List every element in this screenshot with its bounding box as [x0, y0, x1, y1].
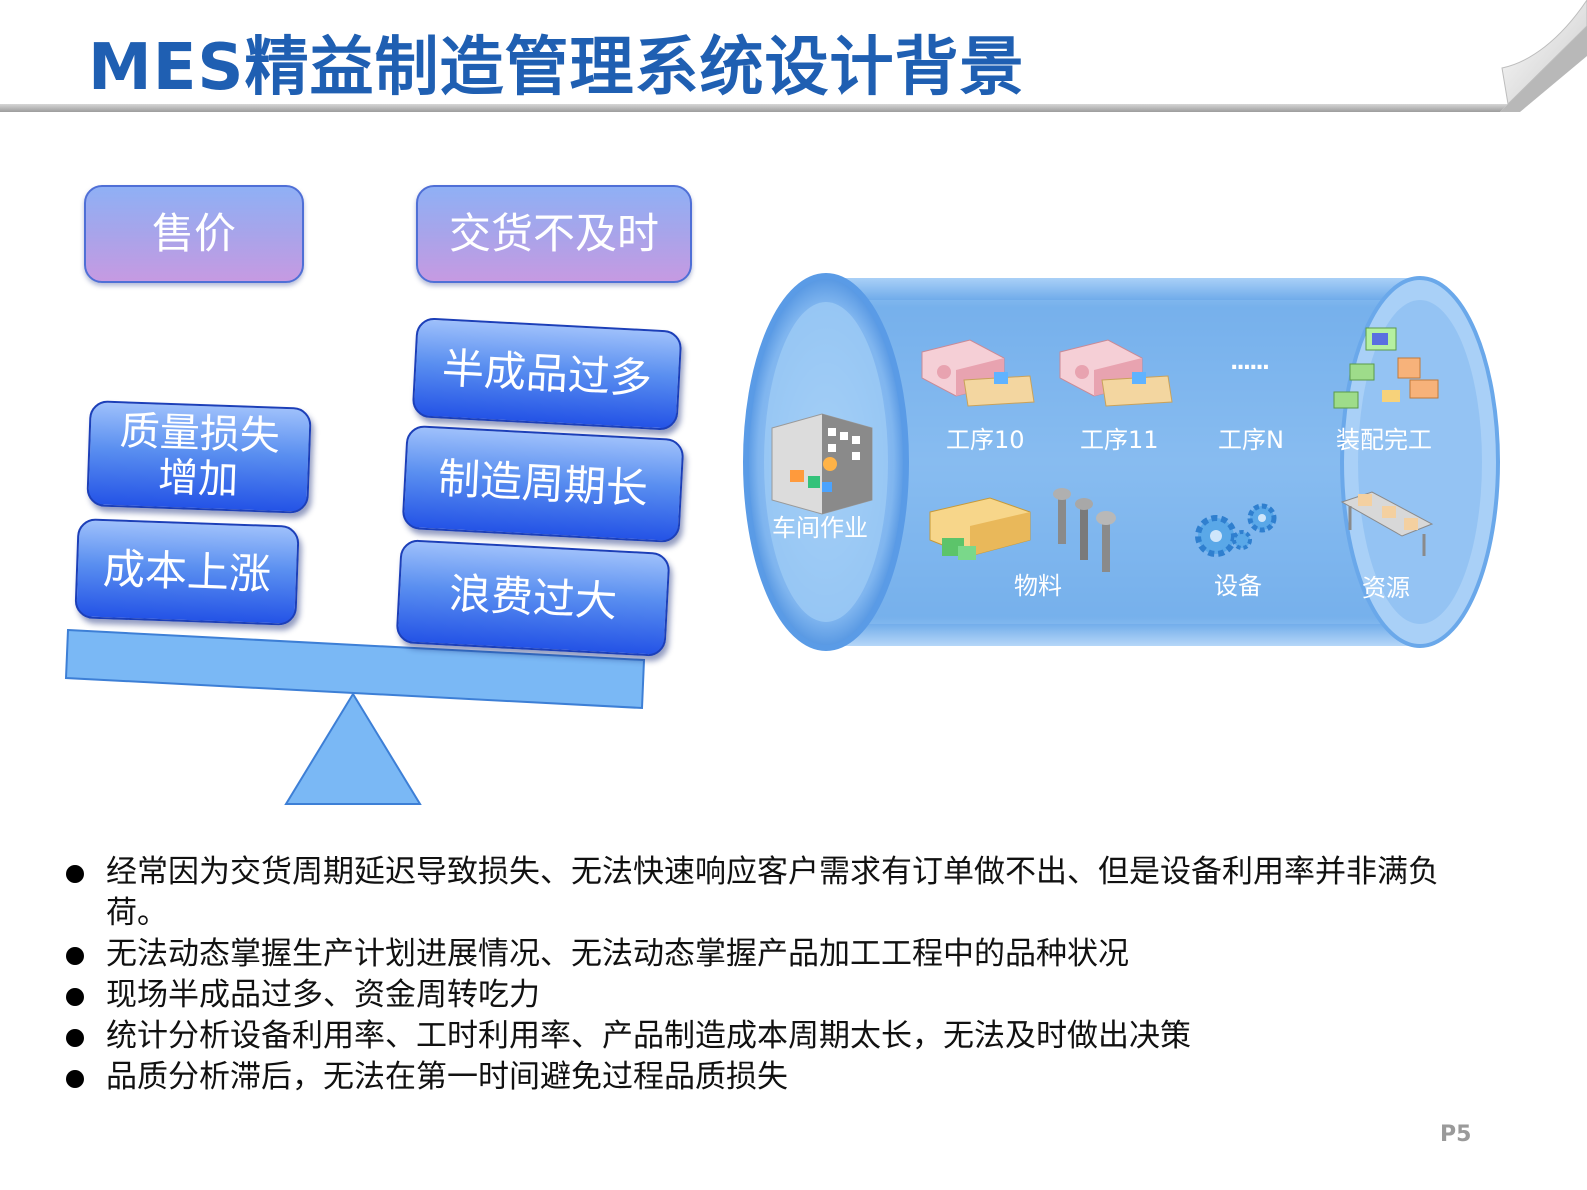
conveyor-icon	[1340, 491, 1434, 556]
workshop-label: 车间作业	[772, 514, 868, 542]
bullet-dot	[66, 865, 84, 883]
bullet-item: 无法动态掌握生产计划进展情况、无法动态掌握产品加工工程中的品种状况	[60, 934, 1490, 975]
balance-beam	[64, 628, 646, 710]
process-11-icon	[1059, 339, 1173, 407]
box-long-cycle: 制造周期长	[401, 424, 685, 544]
bullet-text: 统计分析设备利用率、工时利用率、产品制造成本周期太长，无法及时做出决策	[106, 1018, 1191, 1054]
bullet-dot	[66, 1029, 84, 1047]
fulcrum-triangle	[284, 692, 422, 805]
header-bar	[0, 0, 1587, 112]
gears-icon	[1195, 503, 1277, 557]
box-quality-loss: 质量损失 增加	[86, 400, 312, 514]
box-late-delivery: 交货不及时	[416, 185, 692, 283]
bullet-dot	[66, 947, 84, 965]
process-label-assembly: 装配完工	[1336, 426, 1432, 454]
resource-label-resources: 资源	[1362, 574, 1410, 602]
page-title: MES精益制造管理系统设计背景	[88, 31, 1025, 105]
box-excess-wip: 半成品过多	[411, 317, 683, 431]
material-icon	[929, 497, 1031, 560]
box-excess-waste: 浪费过大	[395, 539, 671, 657]
resource-label-material: 物料	[1014, 572, 1062, 600]
box-cost-rise: 成本上涨	[74, 518, 300, 626]
process-ellipsis: ......	[1230, 350, 1270, 375]
bullet-text: 品质分析滞后，无法在第一时间避免过程品质损失	[106, 1059, 788, 1095]
resource-label-equipment: 设备	[1214, 572, 1262, 600]
bullet-item: 经常因为交货周期延迟导致损失、无法快速响应客户需求有订单做不出、但是设备利用率并…	[60, 852, 1490, 934]
bullet-text: 现场半成品过多、资金周转吃力	[106, 977, 540, 1013]
process-label-11: 工序11	[1080, 426, 1159, 454]
process-label-n: 工序N	[1218, 426, 1284, 454]
page-number: P5	[1440, 1122, 1472, 1147]
box-price: 售价	[84, 185, 304, 283]
process-label-10: 工序10	[946, 426, 1025, 454]
screws-icon	[1053, 488, 1116, 572]
bullet-item: 现场半成品过多、资金周转吃力	[60, 975, 1490, 1016]
bullet-text: 无法动态掌握生产计划进展情况、无法动态掌握产品加工工程中的品种状况	[106, 936, 1129, 972]
workshop-icon	[771, 413, 873, 515]
bullet-item: 品质分析滞后，无法在第一时间避免过程品质损失	[60, 1057, 1490, 1098]
bullet-item: 统计分析设备利用率、工时利用率、产品制造成本周期太长，无法及时做出决策	[60, 1016, 1490, 1057]
bullet-list: 经常因为交货周期延迟导致损失、无法快速响应客户需求有订单做不出、但是设备利用率并…	[60, 852, 1490, 1098]
process-10-icon	[921, 339, 1035, 407]
bullet-dot	[66, 988, 84, 1006]
bullet-text: 经常因为交货周期延迟导致损失、无法快速响应客户需求有订单做不出、但是设备利用率并…	[106, 854, 1439, 931]
assembly-icon	[1333, 327, 1439, 409]
bullet-dot	[66, 1070, 84, 1088]
